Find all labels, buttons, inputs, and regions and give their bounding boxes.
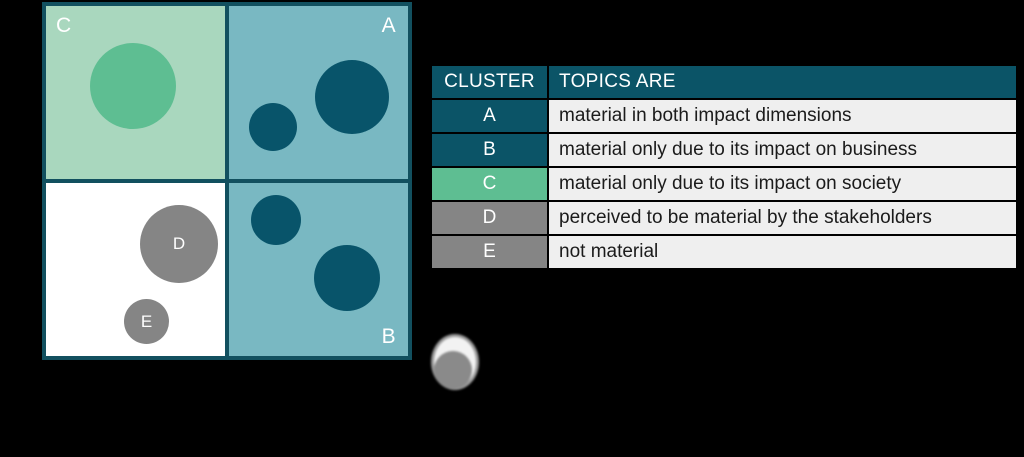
matrix-quadrant-a[interactable]: A xyxy=(229,6,408,179)
bubble-b-1[interactable] xyxy=(251,195,301,245)
matrix-quadrant-e[interactable]: D E xyxy=(46,183,225,356)
matrix-quadrant-b[interactable]: B xyxy=(229,183,408,356)
bubble-d[interactable]: D xyxy=(140,205,218,283)
table-header-row: CLUSTER TOPICS ARE xyxy=(430,64,1018,100)
bubble-e[interactable]: E xyxy=(124,299,169,344)
bubble-size-legend-icon xyxy=(430,334,482,392)
bubble-c-1[interactable] xyxy=(90,43,176,129)
table-row[interactable]: C material only due to its impact on soc… xyxy=(430,166,1018,202)
matrix-quadrant-c[interactable]: C xyxy=(46,6,225,179)
cell-topic-b: material only due to its impact on busin… xyxy=(547,132,1018,168)
bubble-b-2[interactable] xyxy=(314,245,380,311)
table-row[interactable]: A material in both impact dimensions xyxy=(430,98,1018,134)
bubble-label-d: D xyxy=(172,234,186,253)
header-topics: TOPICS ARE xyxy=(547,64,1018,100)
table-row[interactable]: D perceived to be material by the stakeh… xyxy=(430,200,1018,236)
cluster-legend-table: CLUSTER TOPICS ARE A material in both im… xyxy=(430,64,1018,270)
header-cluster: CLUSTER xyxy=(430,64,549,100)
cell-cluster-e: E xyxy=(430,234,549,270)
table-row[interactable]: E not material xyxy=(430,234,1018,270)
cell-cluster-b: B xyxy=(430,132,549,168)
quadrant-label-a: A xyxy=(381,14,396,37)
cell-topic-e: not material xyxy=(547,234,1018,270)
table-row[interactable]: B material only due to its impact on bus… xyxy=(430,132,1018,168)
cell-topic-c: material only due to its impact on socie… xyxy=(547,166,1018,202)
cell-topic-a: material in both impact dimensions xyxy=(547,98,1018,134)
quadrant-label-c: C xyxy=(56,14,72,37)
cell-cluster-d: D xyxy=(430,200,549,236)
cell-topic-d: perceived to be material by the stakehol… xyxy=(547,200,1018,236)
materiality-matrix: C A D E B xyxy=(42,2,412,360)
quadrant-label-b: B xyxy=(381,325,396,348)
bubble-label-e: E xyxy=(140,311,153,331)
cell-cluster-c: C xyxy=(430,166,549,202)
bubble-a-2[interactable] xyxy=(249,103,297,151)
cell-cluster-a: A xyxy=(430,98,549,134)
legend-inner-circle xyxy=(434,351,472,389)
bubble-a-1[interactable] xyxy=(315,60,389,134)
